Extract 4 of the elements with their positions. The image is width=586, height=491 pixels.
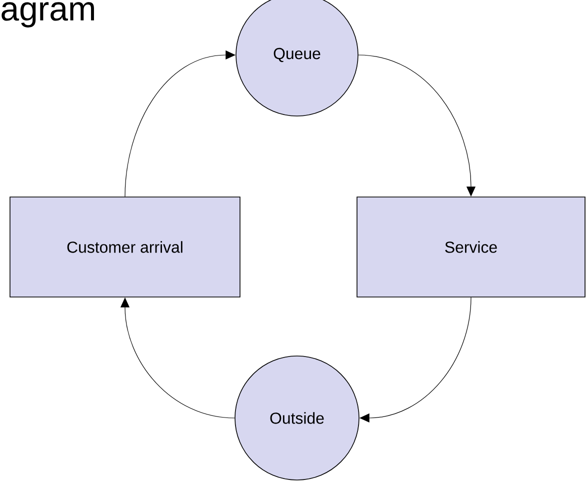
process-box: Service [356,196,586,298]
process-box: Customer arrival [10,196,240,298]
title: agram [2,2,94,28]
circle-node: Outside [234,356,360,480]
